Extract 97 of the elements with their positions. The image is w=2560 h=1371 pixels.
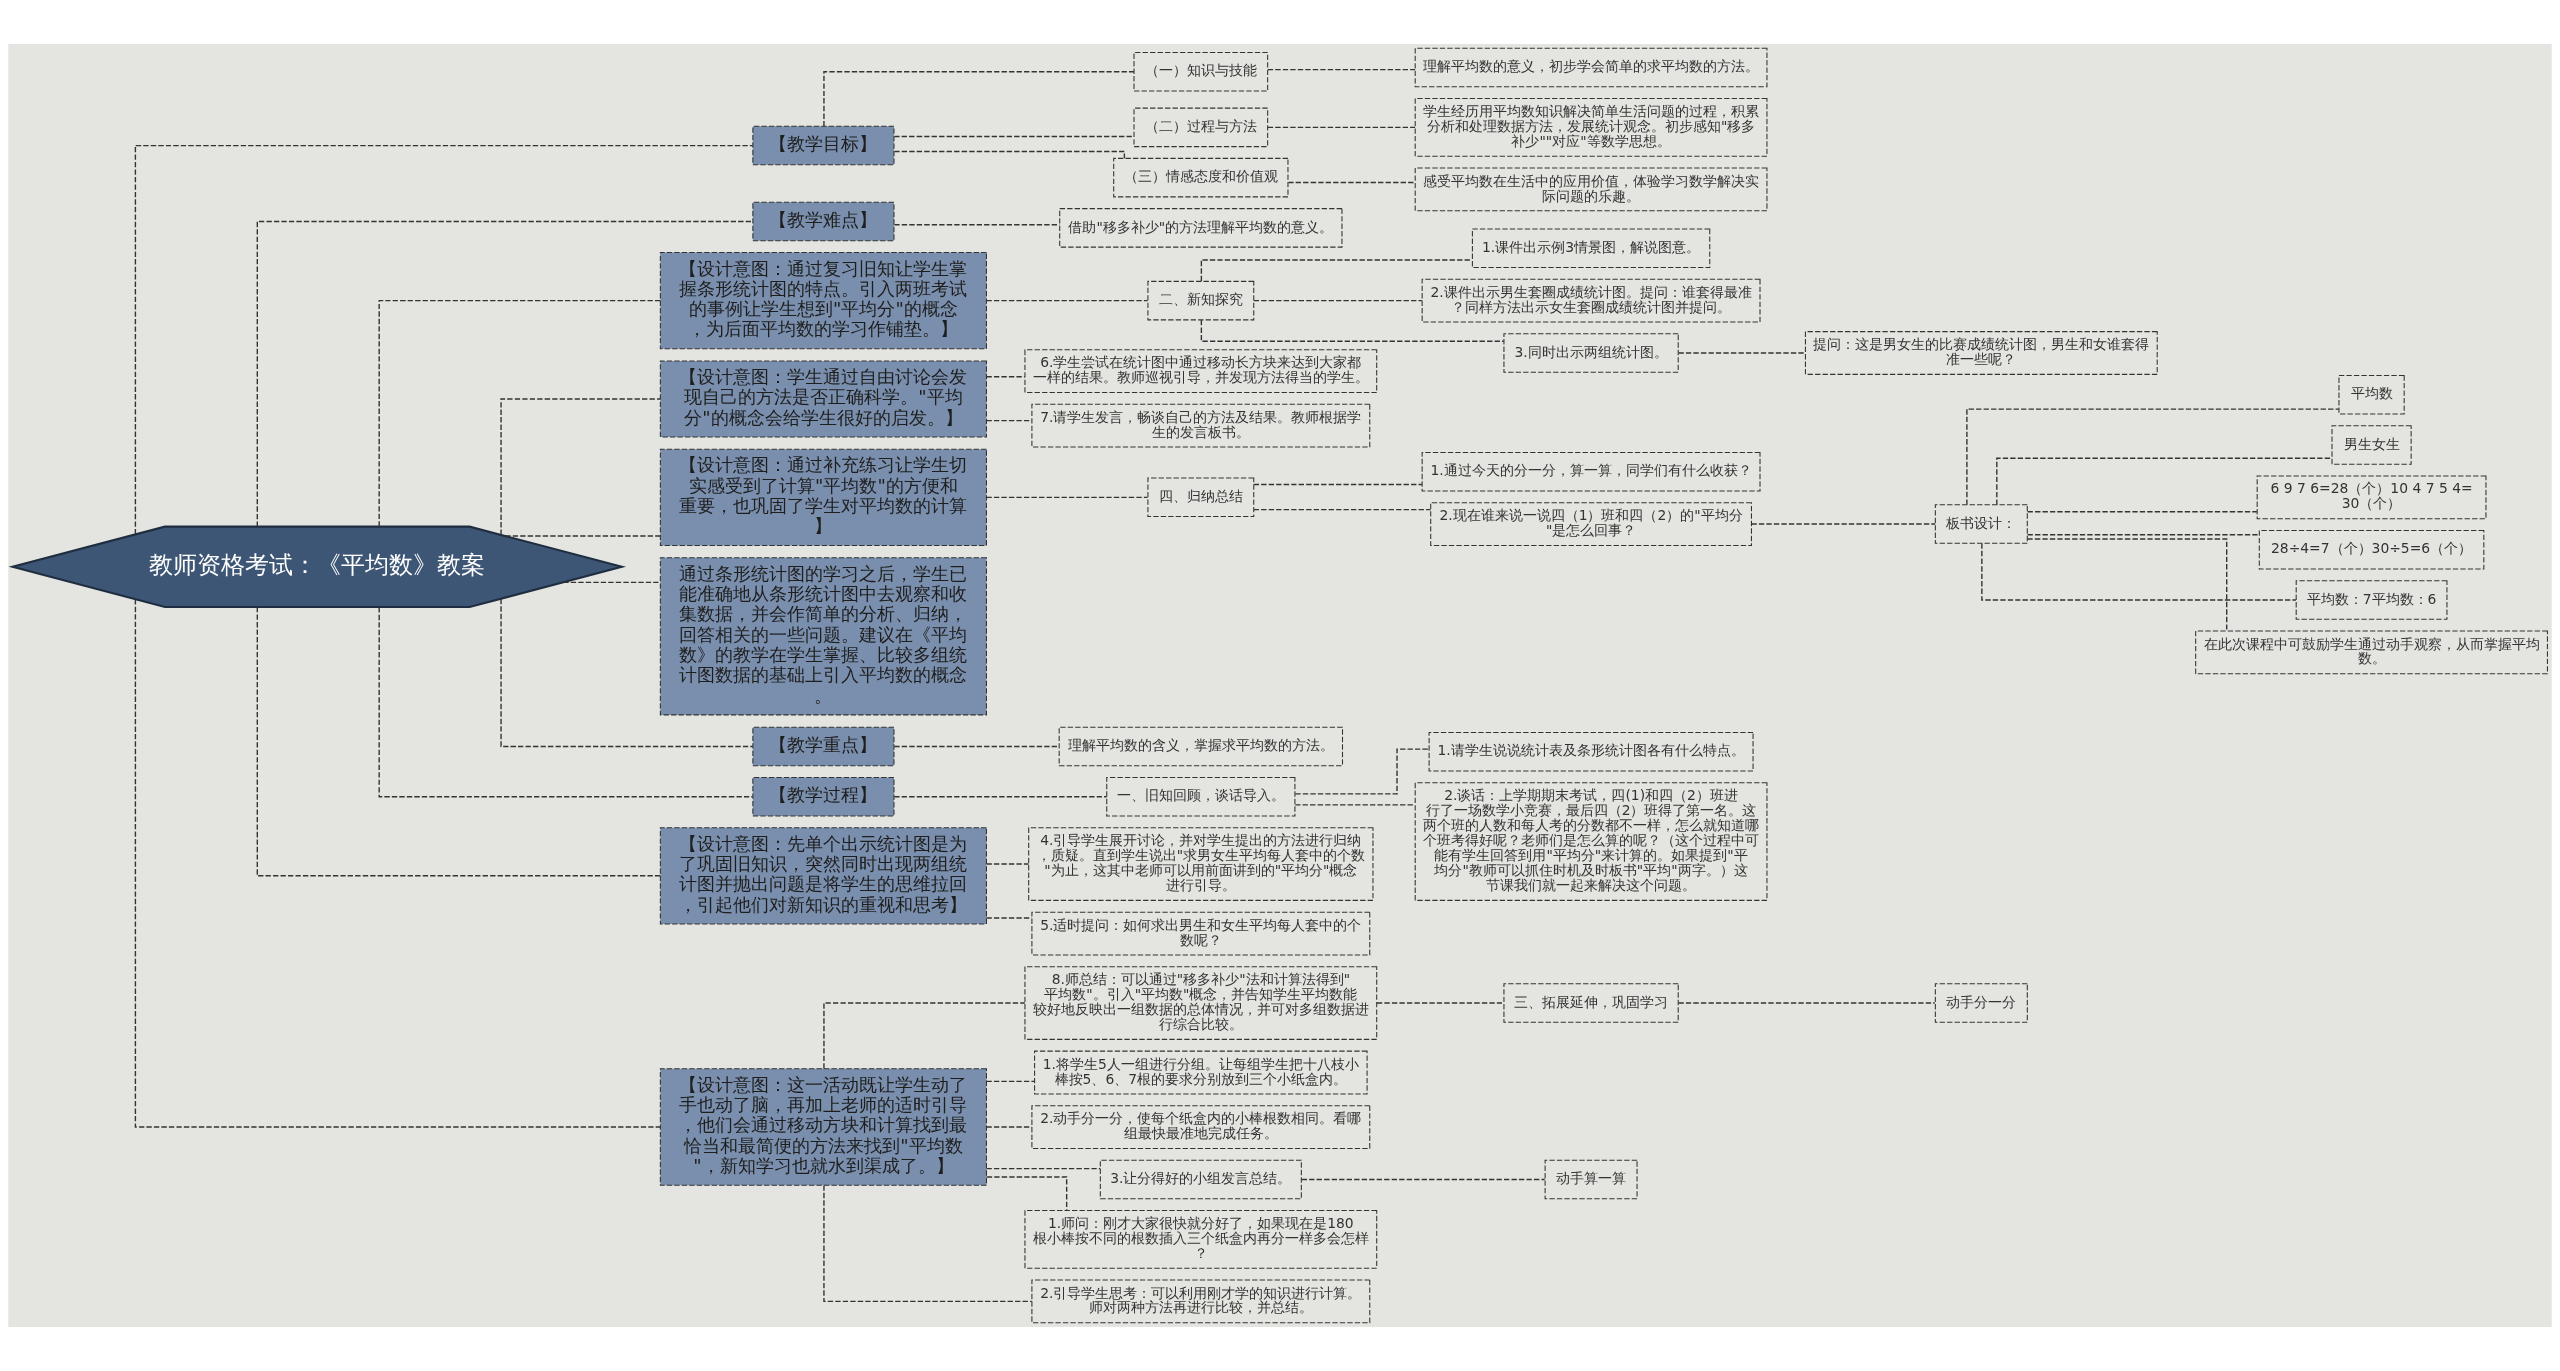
connector (1267, 126, 1416, 129)
connector (985, 376, 1026, 378)
node-box: 【设计意图：先单个出示统计图是为了巩固旧知识，突然同时出现两组统计图并抛出问题是将学生的思维拉回，引起他们对新知识的重视和思考】 (659, 827, 987, 925)
connector (378, 606, 754, 798)
node-box: 【教学过程】 (752, 776, 895, 817)
node-box: 【设计意图：通过复习旧知让学生掌握条形统计图的特点。引入两班考试的事例让学生想到"平均分"的概念，为后面平均数的学习作铺垫。】 (659, 251, 987, 350)
node-box: 平均数：7平均数：6 (2295, 580, 2448, 620)
node-box: 8.师总结：可以通过"移多补少"法和计算法得到"平均数"。引入"平均数"概念，并告知学生平均数能较好地反映出一组数据的总体情况，并可对多组数据进行综合比较。 (1024, 966, 1378, 1040)
node-box: 2.动手分一分，使每个纸盒内的小棒根数相同。看哪组最快最准地完成任务。 (1031, 1105, 1371, 1149)
node-box: 在此次课程中可鼓励学生通过动手观察，从而掌握平均数。 (2195, 630, 2548, 675)
connector (1677, 352, 1807, 354)
connector (893, 150, 1126, 160)
connector (1981, 542, 2297, 601)
connector (985, 1080, 1035, 1083)
node-box: 1.课件出示例3情景图，解说图意。 (1471, 228, 1711, 268)
connector (986, 1176, 1068, 1212)
node-box: 【设计意图：这一活动既让学生动了手也动了脑，再加上老师的适时引导，他们会通过移动方块和计算找到最恰当和最简便的方法来找到"平均数"，新知学习也就水到渠成了。】 (659, 1068, 987, 1186)
node-box: 一、旧知回顾，谈话导入。 (1106, 776, 1296, 817)
connector (1294, 748, 1430, 795)
connector (893, 745, 1060, 748)
node-box: 借助"移多补少"的方法理解平均数的意义。 (1059, 208, 1343, 248)
node-box: 5.适时提问：如何求出男生和女生平均每人套中的个数呢？ (1031, 911, 1371, 956)
connector (893, 796, 1108, 798)
node-box: （一）知识与技能 (1133, 52, 1269, 92)
node-box: 1.通过今天的分一分，算一算，同学们有什么收获？ (1421, 451, 1761, 492)
connector (985, 1126, 1033, 1128)
node-box: 28÷4=7（个）30÷5=6（个） (2258, 529, 2485, 570)
connector (1287, 181, 1416, 184)
connector (378, 299, 661, 528)
connector (2026, 538, 2228, 632)
connector (134, 144, 754, 535)
node-box: 6 9 7 6=28（个）10 4 7 5 4=30（个） (2256, 475, 2487, 520)
node-box: 动手分一分 (1934, 983, 2028, 1023)
node-box: 理解平均数的意义，初步学会简单的求平均数的方法。 (1414, 47, 1768, 88)
node-box: 男生女生 (2331, 425, 2412, 465)
node-box: 学生经历用平均数知识解决简单生活问题的过程，积累分析和处理数据方法，发展统计观念。初步感知"移多补少""对应"等数学思想。 (1414, 98, 1768, 157)
connector (2026, 534, 2260, 536)
node-box: 1.师问：刚才大家很快就分好了，如果现在是180根小棒按不同的根数插入三个纸盒内再分一样多会怎样？ (1024, 1209, 1378, 1269)
node-box: 通过条形统计图的学习之后，学生已能准确地从条形统计图中去观察和收集数据，并会作简单的分析、归纳，回答相关的一些问题。建议在《平均数》的教学在学生掌握、比较多组统计图数据的基础上引入平均数的概念。 (659, 557, 987, 716)
connector (985, 917, 1033, 919)
connector (1750, 523, 1936, 525)
node-box: 3.同时出示两组统计图。 (1503, 333, 1679, 373)
node-box: 理解平均数的含义，掌握求平均数的方法。 (1058, 726, 1344, 767)
node-box: 【设计意图：通过补充练习让学生切实感受到了计算"平均数"的方便和重要，也巩固了学生对平均数的计算】 (659, 448, 987, 546)
node-box: 二、新知探究 (1147, 280, 1255, 321)
node-box: 7.请学生发言，畅谈自己的方法及结果。教师根据学生的发言板书。 (1031, 403, 1371, 448)
connector (1966, 408, 2340, 506)
connector (823, 71, 1135, 127)
node-box: （三）情感态度和价值观 (1113, 157, 1289, 198)
connector (134, 598, 662, 1128)
connector (1200, 259, 1473, 282)
node-box: 1.请学生说说统计表及条形统计图各有什么特点。 (1428, 732, 1754, 772)
connector (1677, 1002, 1936, 1004)
connector (2026, 511, 2258, 513)
node-box: 2.现在谁来说一说四（1）班和四（2）的"平均分"是怎么回事？ (1430, 502, 1752, 546)
connector (500, 398, 662, 536)
connector (893, 135, 1135, 138)
node-box: 板书设计： (1934, 504, 2028, 544)
node-box: 【设计意图：学生通过自由讨论会发现自己的方法是否正确科学。"平均分"的概念会给学生很好的启发。】 (659, 360, 987, 438)
node-box: 动手算一算 (1544, 1159, 1638, 1200)
node-box: 6.学生尝试在统计图中通过移动长方块来达到大家都一样的结果。教师巡视引导，并发现方法得当的学生。 (1024, 349, 1378, 394)
node-box: 1.将学生5人一组进行分组。让每组学生把十八枝小棒按5、6、7根的要求分别放到三个小纸盒内。 (1034, 1050, 1368, 1095)
connector (1267, 68, 1416, 71)
connector (562, 581, 661, 584)
connector (504, 535, 661, 537)
node-box: 【教学目标】 (752, 125, 895, 166)
node-box: （二）过程与方法 (1133, 107, 1269, 148)
node-box: 2.谈话：上学期期末考试，四(1)和四（2）班进行了一场数学小竞赛，最后四（2）班得了第一名。这两个班的人数和每人考的分数都不一样，怎么就知道哪个班考得好呢？老师们是怎么算的呢？（这个过程中可能有学生回答到用"平均分"来计算的。如果提到"平均分"教师可以抓住时机及时板书"平均"两字。）这节课我们就一起来解决这个问题。 (1414, 782, 1768, 901)
connector (256, 220, 754, 528)
node-box: 平均数 (2338, 374, 2405, 415)
connector (985, 1167, 1101, 1170)
connector (985, 419, 1033, 422)
node-box: 【教学难点】 (752, 201, 895, 242)
node-box: 2.课件出示男生套圈成绩统计图。提问：谁套得最准？同样方法出示女生套圈成绩统计图并提问。 (1421, 278, 1761, 323)
connector (1996, 457, 2333, 506)
connector (1253, 483, 1423, 486)
connector (985, 299, 1149, 302)
connector (823, 1184, 1033, 1303)
connector (985, 496, 1149, 499)
connector (256, 606, 661, 877)
node-box: 提问：这是男女生的比赛成绩统计图，男生和女谁套得准一些呢？ (1804, 331, 2158, 375)
node-box: 三、拓展延伸，巩固学习 (1503, 983, 1679, 1023)
node-box: 2.引导学生思考：可以利用刚才学的知识进行计算。师对两种方法再进行比较，并总结。 (1031, 1279, 1371, 1324)
node-box: 四、归纳总结 (1147, 477, 1255, 518)
connector (823, 1002, 1026, 1070)
node-box: 4.引导学生展开讨论，并对学生提出的方法进行归纳，质疑。直到学生说出"求男女生平均每人套中的个数"为止，这其中老师可以用前面讲到的"平均分"概念进行引导。 (1028, 827, 1374, 901)
connector (1200, 319, 1505, 342)
node-box: 【教学重点】 (752, 726, 895, 767)
connector (1376, 1002, 1505, 1004)
connector (1301, 1178, 1546, 1181)
connector (1253, 508, 1432, 511)
connector (1294, 804, 1416, 806)
node-box: 感受平均数在生活中的应用价值，体验学习数学解决实际问题的乐趣。 (1414, 167, 1768, 212)
connector (500, 598, 754, 748)
connector (985, 863, 1030, 865)
connector (1253, 299, 1423, 302)
node-box: 3.让分得好的小组发言总结。 (1099, 1159, 1302, 1200)
